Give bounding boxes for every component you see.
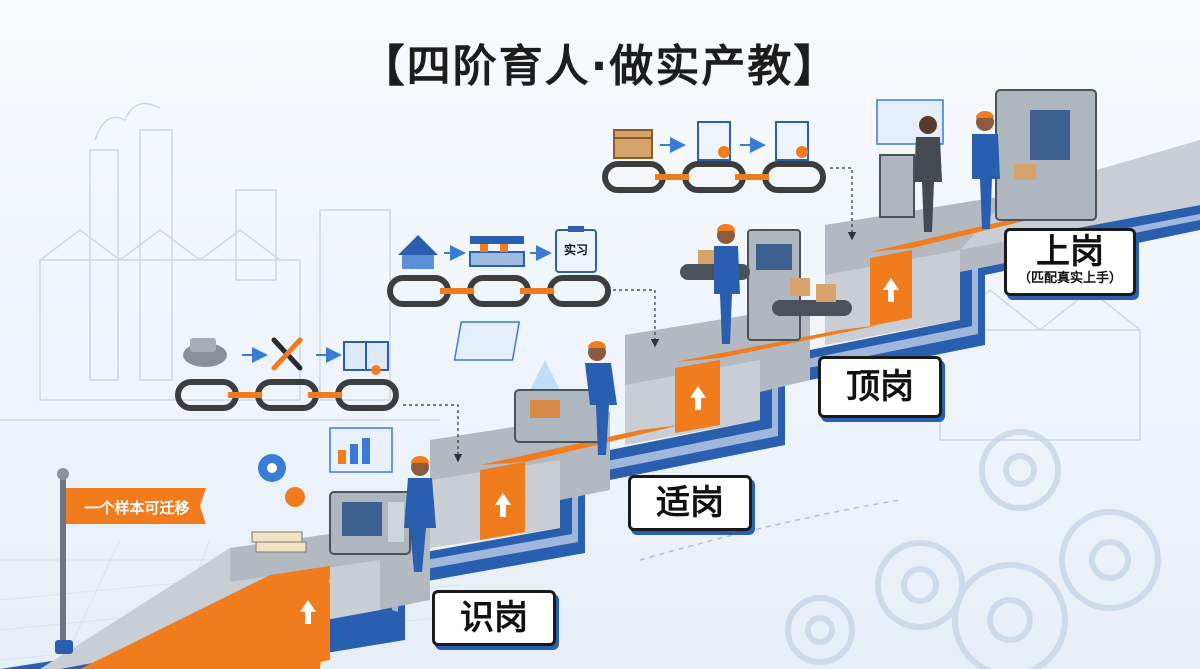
decorative-gears	[639, 429, 1161, 669]
worker-figure	[585, 341, 617, 455]
gear-icon	[258, 454, 305, 507]
stage-3-scene	[680, 224, 852, 344]
stage-name: 顶岗	[846, 367, 914, 407]
hologram-screen-icon	[453, 321, 560, 390]
orange-path	[480, 425, 680, 465]
stage-label-2: 适岗	[628, 475, 752, 531]
orange-path	[285, 583, 330, 669]
worker-figure	[714, 224, 740, 344]
factory-icon	[398, 235, 438, 269]
worker-figure	[404, 456, 436, 572]
chain-row-3	[602, 121, 857, 241]
production-machine-icon	[995, 89, 1097, 221]
raw-material-icon	[183, 338, 227, 367]
worker-figure	[972, 111, 1000, 229]
assembly-line-icon	[469, 236, 525, 267]
stage-label-4: 上岗 （匹配真实上手）	[1004, 228, 1136, 296]
certificate-icon	[697, 121, 731, 161]
tools-icon	[271, 337, 303, 371]
dashboard-screen-icon	[329, 427, 393, 473]
stage-name: 识岗	[460, 598, 528, 638]
package-box-icon	[613, 129, 653, 159]
staircase	[0, 140, 1200, 669]
workbench-icon	[514, 389, 606, 443]
certificate-icon	[775, 121, 809, 161]
stage-name: 适岗	[656, 483, 724, 523]
flag	[55, 468, 206, 654]
cnc-machine-icon	[329, 491, 411, 555]
step-4-riser	[825, 195, 1010, 275]
stage-2-scene	[453, 321, 617, 455]
flag-label: 一个样本可迁移	[84, 499, 190, 517]
stage-name: 上岗	[1036, 232, 1104, 272]
orange-path	[675, 325, 880, 362]
page-title: 【四阶育人·做实产教】	[360, 41, 840, 92]
stage-subtitle: （匹配真实上手）	[1017, 271, 1122, 286]
stage-label-3: 顶岗	[818, 356, 942, 418]
book-stack-icon	[251, 531, 307, 553]
chain-row-1	[175, 337, 463, 463]
manual-book-icon	[343, 341, 389, 375]
up-arrow-icon	[300, 278, 899, 624]
stage-label-1: 识岗	[432, 590, 556, 646]
stage-1-scene	[251, 427, 436, 572]
manager-figure	[914, 116, 942, 232]
orange-path	[80, 566, 330, 669]
stage-4-scene	[876, 89, 1097, 232]
clipboard-icon: 实习	[555, 226, 597, 273]
chain-row-2: 实习	[387, 226, 660, 348]
clipboard-text: 实习	[564, 242, 588, 257]
